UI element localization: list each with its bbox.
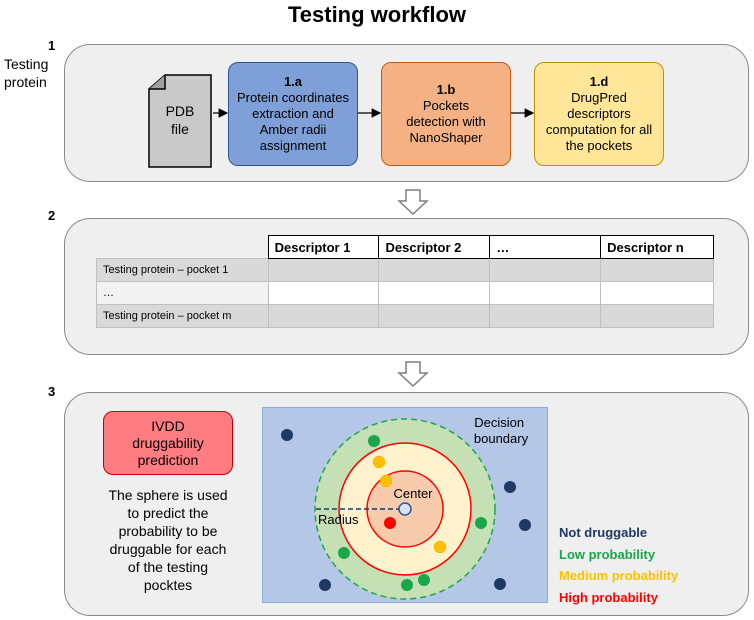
table-cell xyxy=(378,304,491,328)
step-1a-line: Amber radii xyxy=(259,122,327,137)
step-1-number: 1 xyxy=(48,38,56,53)
step-2-number: 2 xyxy=(48,208,56,223)
pocket-not-druggable xyxy=(504,481,516,493)
description-line: of the testing xyxy=(127,559,209,575)
step-1b-line: detection with xyxy=(406,114,486,129)
description-line: The sphere is used xyxy=(108,487,228,503)
down-arrow-1-icon xyxy=(397,189,429,215)
pocket-medium-probability xyxy=(433,540,447,554)
ivdd-prediction-box: IVDD druggability prediction xyxy=(103,411,233,475)
table-header: … xyxy=(489,235,602,259)
center-label: Center xyxy=(393,486,433,501)
table-header: Descriptor 1 xyxy=(267,235,380,259)
step-1-arrows xyxy=(213,108,535,118)
table-cell xyxy=(378,281,491,305)
page-title: Testing workflow xyxy=(287,2,467,27)
pocket-low-probability xyxy=(338,547,350,559)
testing-protein-line1: Testing xyxy=(4,56,49,72)
description-line: druggable for each xyxy=(109,541,227,557)
legend-medium-probability: Medium probability xyxy=(559,568,679,583)
decision-label-line: boundary xyxy=(474,431,529,446)
radius-label: Radius xyxy=(318,512,359,527)
step-1d-line: descriptors xyxy=(567,106,631,121)
step-1b-line: NanoShaper xyxy=(409,130,483,145)
table-cell xyxy=(600,304,714,328)
description-line: pocktes xyxy=(143,577,193,593)
table-cell xyxy=(600,281,714,305)
sphere-description: The sphere is used to predict the probab… xyxy=(85,486,251,594)
table-row: … xyxy=(96,281,714,305)
step-1a-id: 1.a xyxy=(283,74,303,89)
pocket-not-druggable xyxy=(494,578,506,590)
step-1b-id: 1.b xyxy=(436,82,456,97)
pdb-file-label: PDB file xyxy=(149,102,211,138)
step-1a-line: Protein coordinates xyxy=(236,90,349,105)
legend-high-probability: High probability xyxy=(559,589,658,605)
table-cell xyxy=(600,258,714,282)
pocket-not-druggable xyxy=(281,429,293,441)
descriptor-table: Descriptor 1 Descriptor 2 … Descriptor n… xyxy=(96,235,714,328)
table-header-row: Descriptor 1 Descriptor 2 … Descriptor n xyxy=(97,235,714,259)
pdb-label-line1: PDB xyxy=(165,103,195,119)
ivdd-line: prediction xyxy=(137,451,199,468)
pocket-not-druggable xyxy=(319,579,331,591)
decision-label-line: Decision xyxy=(474,415,524,430)
legend-not-druggable: Not druggable xyxy=(559,525,648,540)
ivdd-line: IVDD xyxy=(151,417,185,434)
down-arrow-2-icon xyxy=(397,361,429,387)
pocket-high-probability xyxy=(384,517,396,529)
pocket-low-probability xyxy=(368,435,380,447)
testing-protein-label: Testing protein xyxy=(4,55,48,91)
pdb-label-line2: file xyxy=(171,121,189,137)
pocket-medium-probability xyxy=(372,455,386,469)
table-row: Testing protein – pocket m xyxy=(96,304,714,328)
description-line: probability to be xyxy=(118,523,218,539)
step-1b-box: 1.b Pockets detection with NanoShaper xyxy=(381,62,511,166)
row-label: Testing protein – pocket 1 xyxy=(96,258,269,282)
table-cell xyxy=(267,281,380,305)
step-3-number: 3 xyxy=(48,384,56,399)
description-line: to predict the xyxy=(127,505,209,521)
pocket-not-druggable xyxy=(519,519,531,531)
pocket-low-probability xyxy=(418,574,430,586)
step-1d-line: DrugPred xyxy=(571,90,627,105)
step-1d-box: 1.d DrugPred descriptors computation for… xyxy=(534,62,664,166)
pocket-medium-probability xyxy=(379,474,393,488)
table-cell xyxy=(378,258,491,282)
table-cell xyxy=(489,304,602,328)
table-cell xyxy=(489,258,602,282)
step-1d-id: 1.d xyxy=(589,74,609,89)
pocket-low-probability xyxy=(475,517,487,529)
step-1a-line: assignment xyxy=(259,138,327,153)
testing-protein-line2: protein xyxy=(4,74,47,90)
table-corner xyxy=(97,236,269,259)
row-label: Testing protein – pocket m xyxy=(96,304,269,328)
pdb-file-icon xyxy=(148,74,212,168)
legend-low-probability: Low probability xyxy=(559,546,656,562)
step-1b-line: Pockets xyxy=(422,98,470,113)
sphere-diagram: Decision boundary Center Radius xyxy=(262,407,548,603)
step-1a-box: 1.a Protein coordinates extraction and A… xyxy=(228,62,358,166)
table-cell xyxy=(267,258,380,282)
step-1a-line: extraction and xyxy=(252,106,334,121)
table-header: Descriptor 2 xyxy=(378,235,491,259)
table-cell xyxy=(267,304,380,328)
row-label: … xyxy=(96,281,269,305)
table-header: Descriptor n xyxy=(600,235,714,259)
table-cell xyxy=(489,281,602,305)
table-row: Testing protein – pocket 1 xyxy=(96,258,714,282)
step-1d-line: the pockets xyxy=(565,138,633,153)
pocket-low-probability xyxy=(401,579,413,591)
legend: Not druggable Low probability Medium pro… xyxy=(559,522,678,608)
ivdd-line: druggability xyxy=(132,434,204,451)
step-1d-line: computation for all xyxy=(545,122,653,137)
decision-boundary-label: Decision boundary xyxy=(474,415,529,446)
center-point xyxy=(398,502,412,516)
